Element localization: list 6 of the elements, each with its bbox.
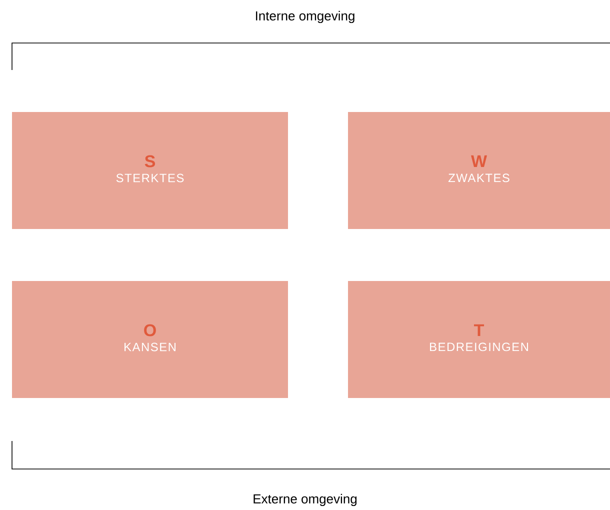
section-label: Externe omgeving [254, 494, 357, 506]
swot-box: S STERKTES [12, 112, 288, 229]
swot-box: T BEDREIGINGEN [348, 281, 610, 398]
section-label: Interne omgeving [256, 10, 354, 24]
swot-box: O KANSEN [12, 281, 288, 398]
swot-box: W ZWAKTES [348, 112, 610, 229]
